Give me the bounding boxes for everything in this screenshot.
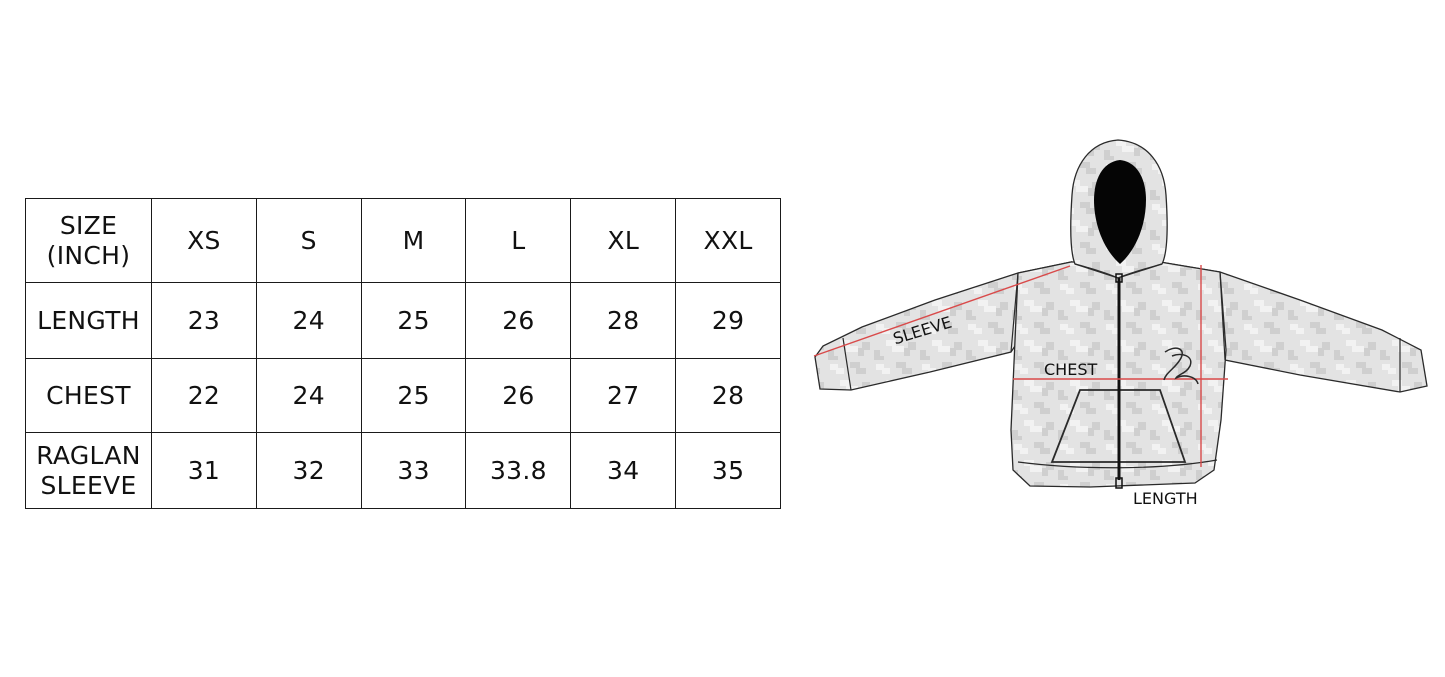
raglan-label-line2: SLEEVE: [40, 470, 137, 500]
size-header-line1: SIZE: [59, 211, 118, 240]
chest-xl-value: 27: [570, 358, 677, 433]
chest-m-value: 25: [360, 358, 467, 433]
chest-label: CHEST: [1044, 360, 1097, 379]
left-cuff-seam: [842, 337, 852, 391]
hoodie-illustration: SLEEVE CHEST LENGTH: [813, 139, 1428, 508]
chest-xs-value: 22: [151, 358, 257, 433]
size-xxl-header: XXL: [675, 198, 781, 283]
raglan-label-line1: RAGLAN: [36, 441, 141, 470]
kangaroo-pocket: [1050, 389, 1187, 463]
length-xs-value: 23: [151, 282, 257, 359]
chest-s-value: 24: [255, 358, 362, 433]
sleeve-l-value: 33.8: [465, 432, 572, 509]
length-xl-value: 28: [570, 282, 677, 359]
sleeve-xxl-value: 35: [675, 432, 781, 509]
left-sleeve: [814, 261, 1073, 391]
length-s-value: 24: [255, 282, 362, 359]
raglan-sleeve-row-label: RAGLAN SLEEVE: [25, 432, 152, 509]
size-chart-table: SIZE (INCH) XS S M L XL XXL LENGTH 23 24…: [25, 198, 781, 509]
chest-emblem: [1163, 347, 1199, 385]
size-l-header: L: [465, 198, 572, 283]
size-xl-header: XL: [570, 198, 677, 283]
hood-opening: [1094, 160, 1146, 264]
sleeve-xs-value: 31: [151, 432, 257, 509]
chest-row-label: CHEST: [25, 358, 152, 433]
size-m-header: M: [360, 198, 467, 283]
chest-xxl-value: 28: [675, 358, 781, 433]
chest-l-value: 26: [465, 358, 572, 433]
right-raglan-seam: [1219, 271, 1226, 361]
sleeve-xl-value: 34: [570, 432, 677, 509]
length-row: LENGTH 23 24 25 26 28 29: [25, 282, 781, 359]
hoodie-measurement-diagram: SLEEVE CHEST LENGTH: [805, 130, 1445, 520]
size-s-header: S: [255, 198, 362, 283]
sleeve-s-value: 32: [255, 432, 362, 509]
raglan-sleeve-row: RAGLAN SLEEVE 31 32 33 33.8 34 35: [25, 432, 781, 509]
sleeve-measure-line: [813, 265, 1071, 357]
left-raglan-seam: [1010, 272, 1019, 353]
length-label: LENGTH: [1133, 489, 1198, 508]
size-xs-header: XS: [151, 198, 257, 283]
length-l-value: 26: [465, 282, 572, 359]
sleeve-m-value: 33: [360, 432, 467, 509]
zipper-pull-bottom: [1115, 477, 1123, 489]
size-inch-header: SIZE (INCH): [25, 198, 152, 283]
length-m-value: 25: [360, 282, 467, 359]
right-sleeve: [1158, 261, 1428, 393]
length-row-label: LENGTH: [25, 282, 152, 359]
length-xxl-value: 29: [675, 282, 781, 359]
chest-row: CHEST 22 24 25 26 27 28: [25, 358, 781, 433]
size-header-line2: (INCH): [46, 240, 131, 270]
zipper-pull-top: [1115, 273, 1123, 283]
size-header-row: SIZE (INCH) XS S M L XL XXL: [25, 198, 781, 283]
